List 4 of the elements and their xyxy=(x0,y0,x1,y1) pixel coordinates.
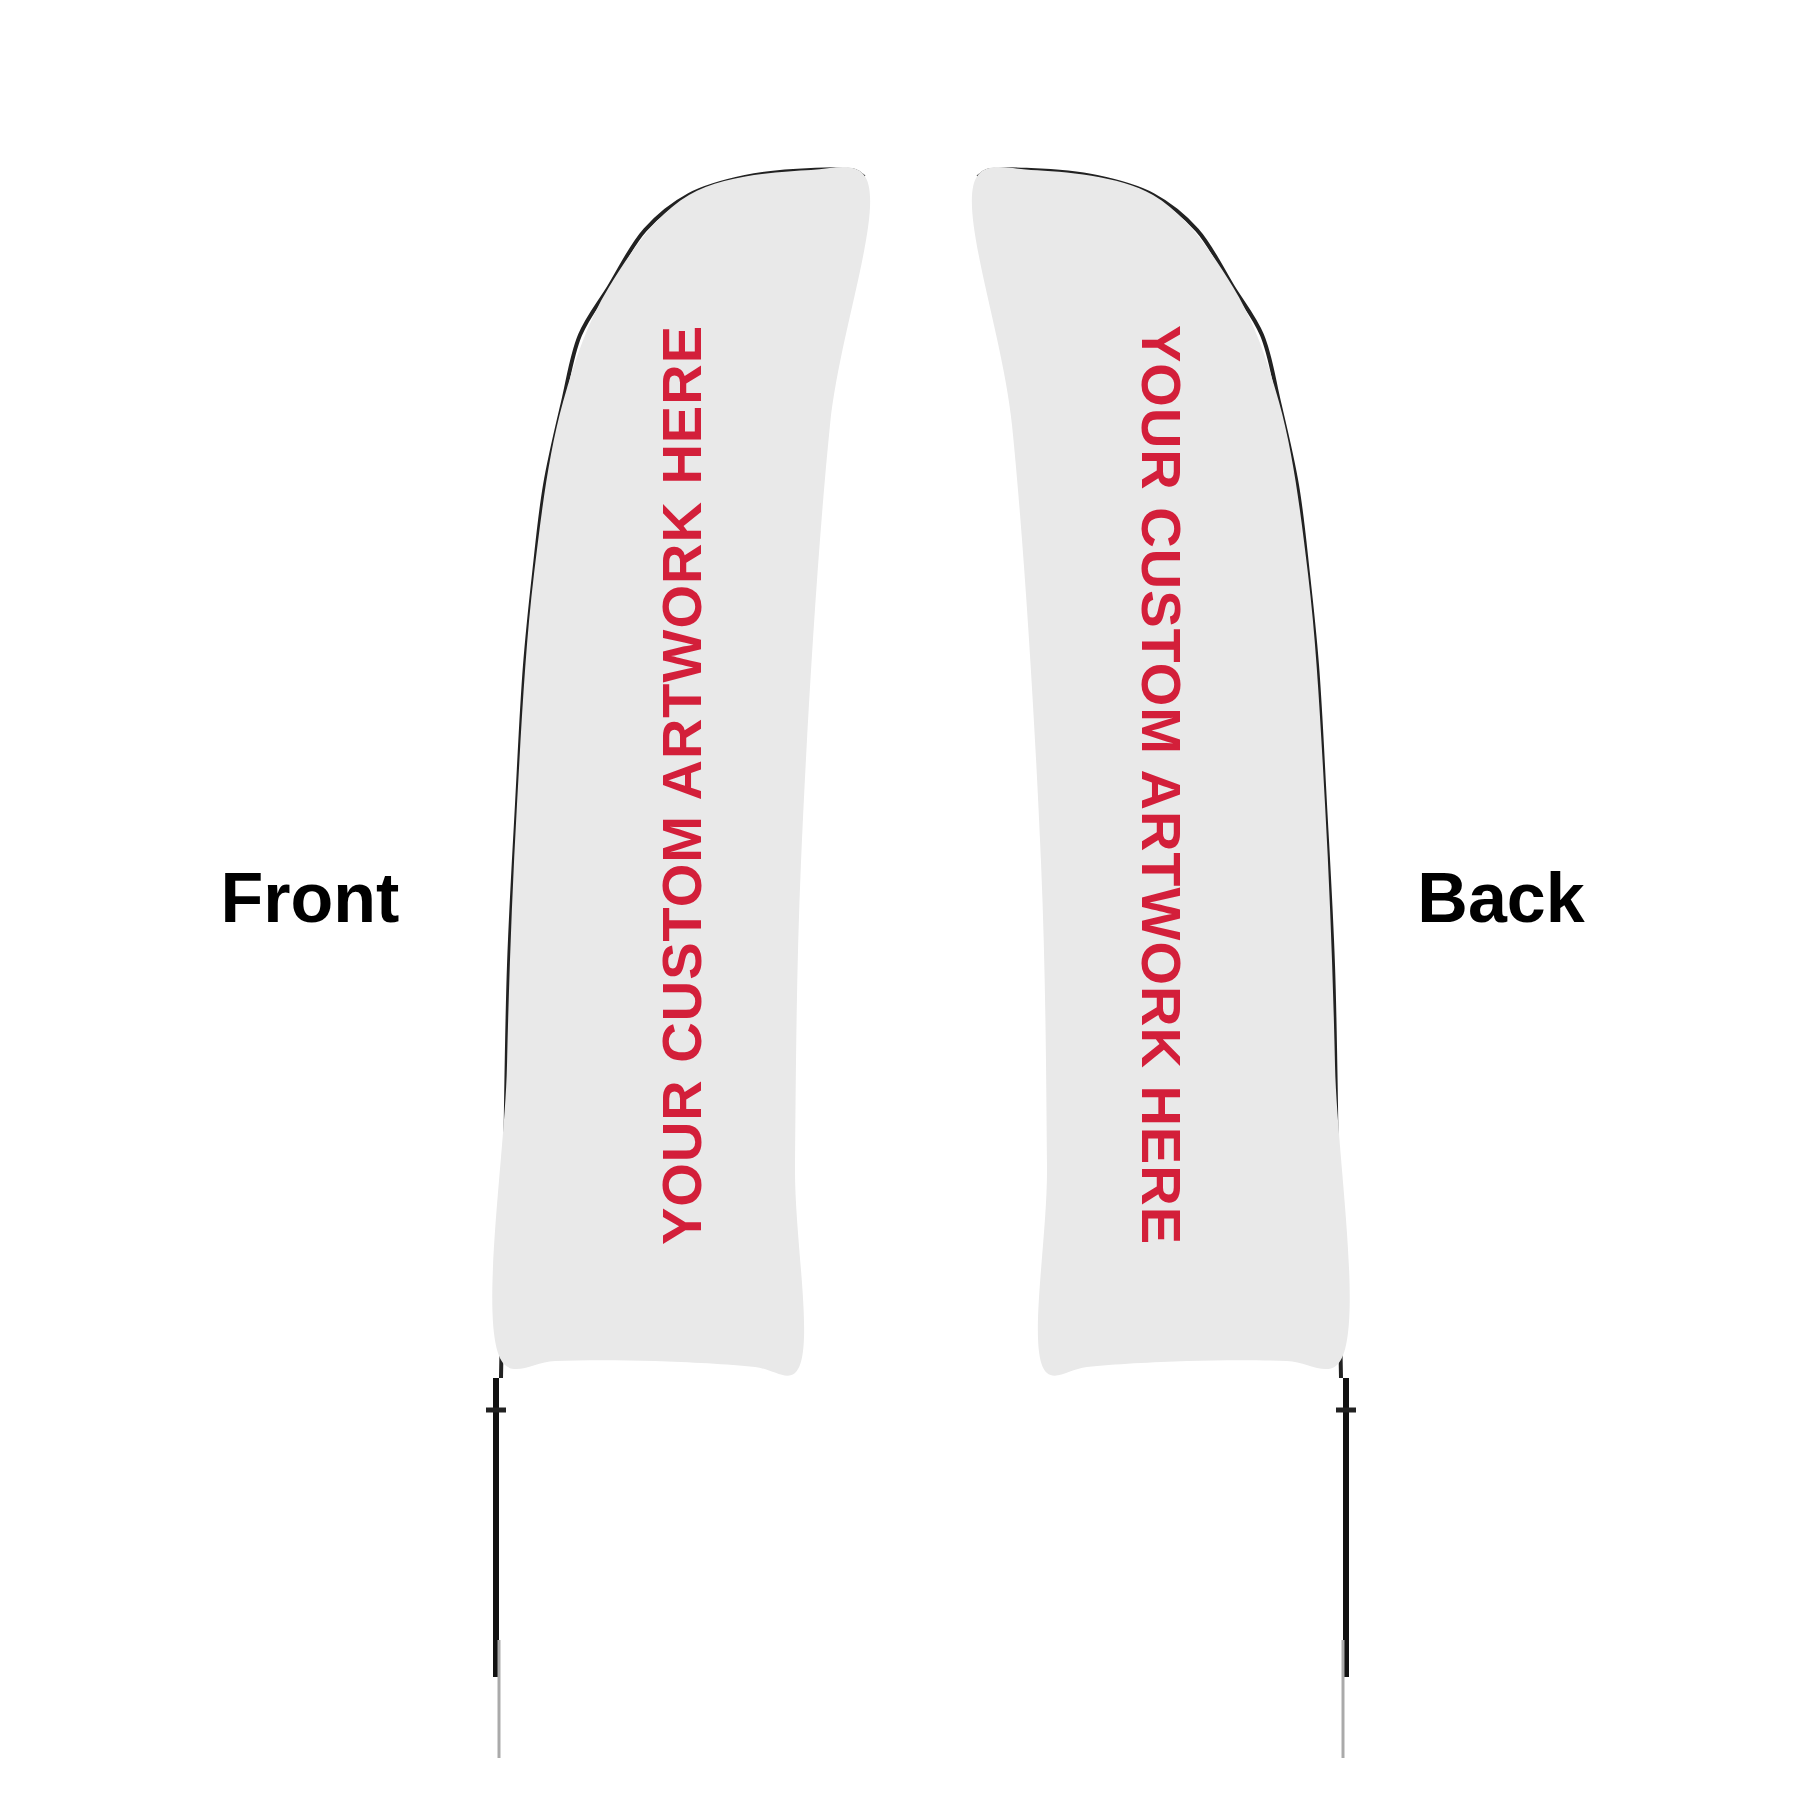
side-label: Front xyxy=(220,858,400,938)
flag-text: YOUR CUSTOM ARTWORK HERE xyxy=(648,325,714,1245)
flag-text: YOUR CUSTOM ARTWORK HERE xyxy=(1128,325,1194,1245)
side-label: Back xyxy=(1417,858,1585,938)
